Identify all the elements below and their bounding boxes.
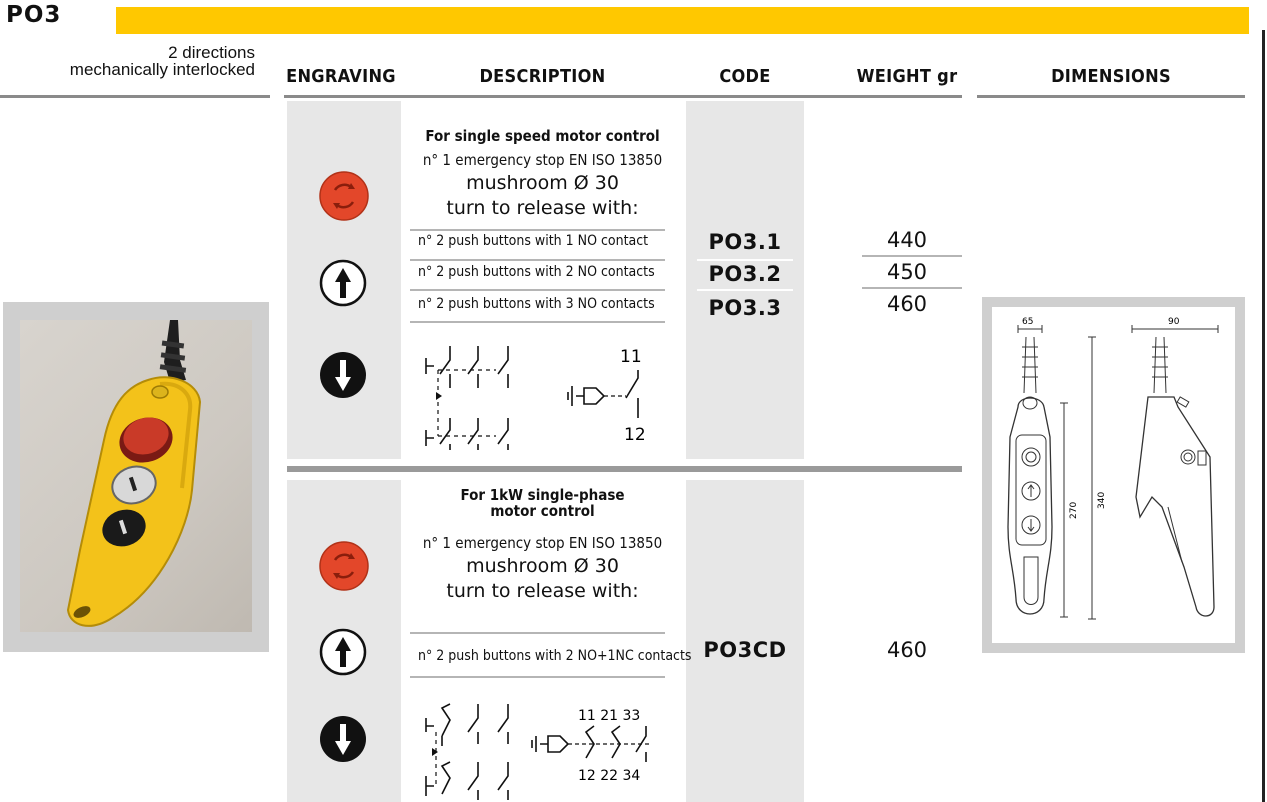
section2-line2: mushroom Ø 30 (466, 555, 619, 577)
code-panel (686, 480, 804, 802)
row-rule (697, 289, 793, 291)
product-code: PO3CD (703, 638, 787, 662)
table-row-desc: n° 2 push buttons with 2 NO contacts (418, 264, 655, 280)
section1-line1: n° 1 emergency stop EN ISO 13850 (422, 151, 663, 169)
contact-label-bottom: 12 22 34 (578, 768, 640, 784)
col-header-code: CODE (719, 66, 771, 87)
subtitle-line-1: 2 directions (168, 43, 255, 62)
product-code: PO3.2 (708, 262, 782, 286)
product-weight: 460 (886, 638, 928, 662)
subtitle-line-2: mechanically interlocked (69, 60, 255, 79)
section-separator (287, 466, 962, 472)
row-rule (410, 229, 665, 231)
section2-line1: n° 1 emergency stop EN ISO 13850 (422, 534, 663, 552)
series-code: PO3 (6, 2, 62, 28)
row-rule (410, 289, 665, 291)
col-header-dimensions: DIMENSIONS (1051, 66, 1171, 87)
emergency-stop-icon (319, 171, 369, 221)
product-weight: 450 (886, 260, 928, 284)
row-rule (697, 259, 793, 261)
row-rule (410, 632, 665, 634)
section1-description: For single speed motor control n° 1 emer… (406, 127, 679, 219)
accent-bar (116, 7, 1249, 34)
row-rule (410, 321, 665, 323)
dim-width-side: 90 (1168, 317, 1180, 327)
table-row-desc: n° 2 push buttons with 3 NO contacts (418, 296, 655, 312)
arrow-down-icon (320, 716, 366, 762)
section1-title: For single speed motor control (425, 127, 660, 145)
table-row-desc: n° 2 push buttons with 2 NO+1NC contacts (418, 648, 692, 664)
page-edge-rule (1262, 30, 1265, 802)
pendant-station-image (66, 320, 202, 627)
code-panel (686, 101, 804, 459)
section2-title-line1: For 1kW single-phase (460, 486, 625, 504)
row-rule (410, 259, 665, 261)
dim-height-body: 270 (1069, 502, 1079, 519)
product-code: PO3.3 (708, 296, 782, 320)
header-rule (977, 95, 1245, 98)
dim-width-front: 65 (1022, 317, 1033, 327)
arrow-up-icon (319, 628, 367, 676)
section2-line3: turn to release with: (446, 580, 639, 602)
product-weight: 440 (886, 228, 928, 252)
row-rule (862, 287, 962, 289)
header-rule (0, 95, 270, 98)
contact-label-bottom: 12 (624, 425, 646, 445)
table-row-desc: n° 2 push buttons with 1 NO contact (418, 233, 649, 249)
col-header-engraving: ENGRAVING (286, 66, 396, 87)
header-rule (284, 95, 962, 98)
product-subtitle: 2 directions mechanically interlocked (20, 44, 255, 78)
col-header-weight: WEIGHT gr (856, 66, 958, 87)
section1-line3: turn to release with: (446, 197, 639, 219)
circuit-diagram: 11 12 (425, 346, 646, 450)
dimensions-drawing-bg (992, 307, 1235, 643)
arrow-up-icon (319, 259, 367, 307)
arrow-down-icon (320, 352, 366, 398)
dimensions-drawing: 65 90 270 340 (1007, 317, 1219, 620)
section2-title-line2: motor control (490, 502, 595, 520)
circuit-diagram: 11 21 33 12 22 34 (425, 703, 652, 800)
section2-description: For 1kW single-phase motor control n° 1 … (406, 486, 679, 602)
dim-height-total: 340 (1097, 492, 1107, 509)
col-header-description: DESCRIPTION (479, 66, 606, 87)
product-weight: 460 (886, 292, 928, 316)
contact-label-top: 11 21 33 (578, 708, 640, 724)
section1-line2: mushroom Ø 30 (466, 172, 619, 194)
contact-label-top: 11 (620, 347, 642, 367)
emergency-stop-icon (319, 541, 369, 591)
row-rule (410, 676, 665, 678)
product-code: PO3.1 (708, 230, 782, 254)
row-rule (862, 255, 962, 257)
